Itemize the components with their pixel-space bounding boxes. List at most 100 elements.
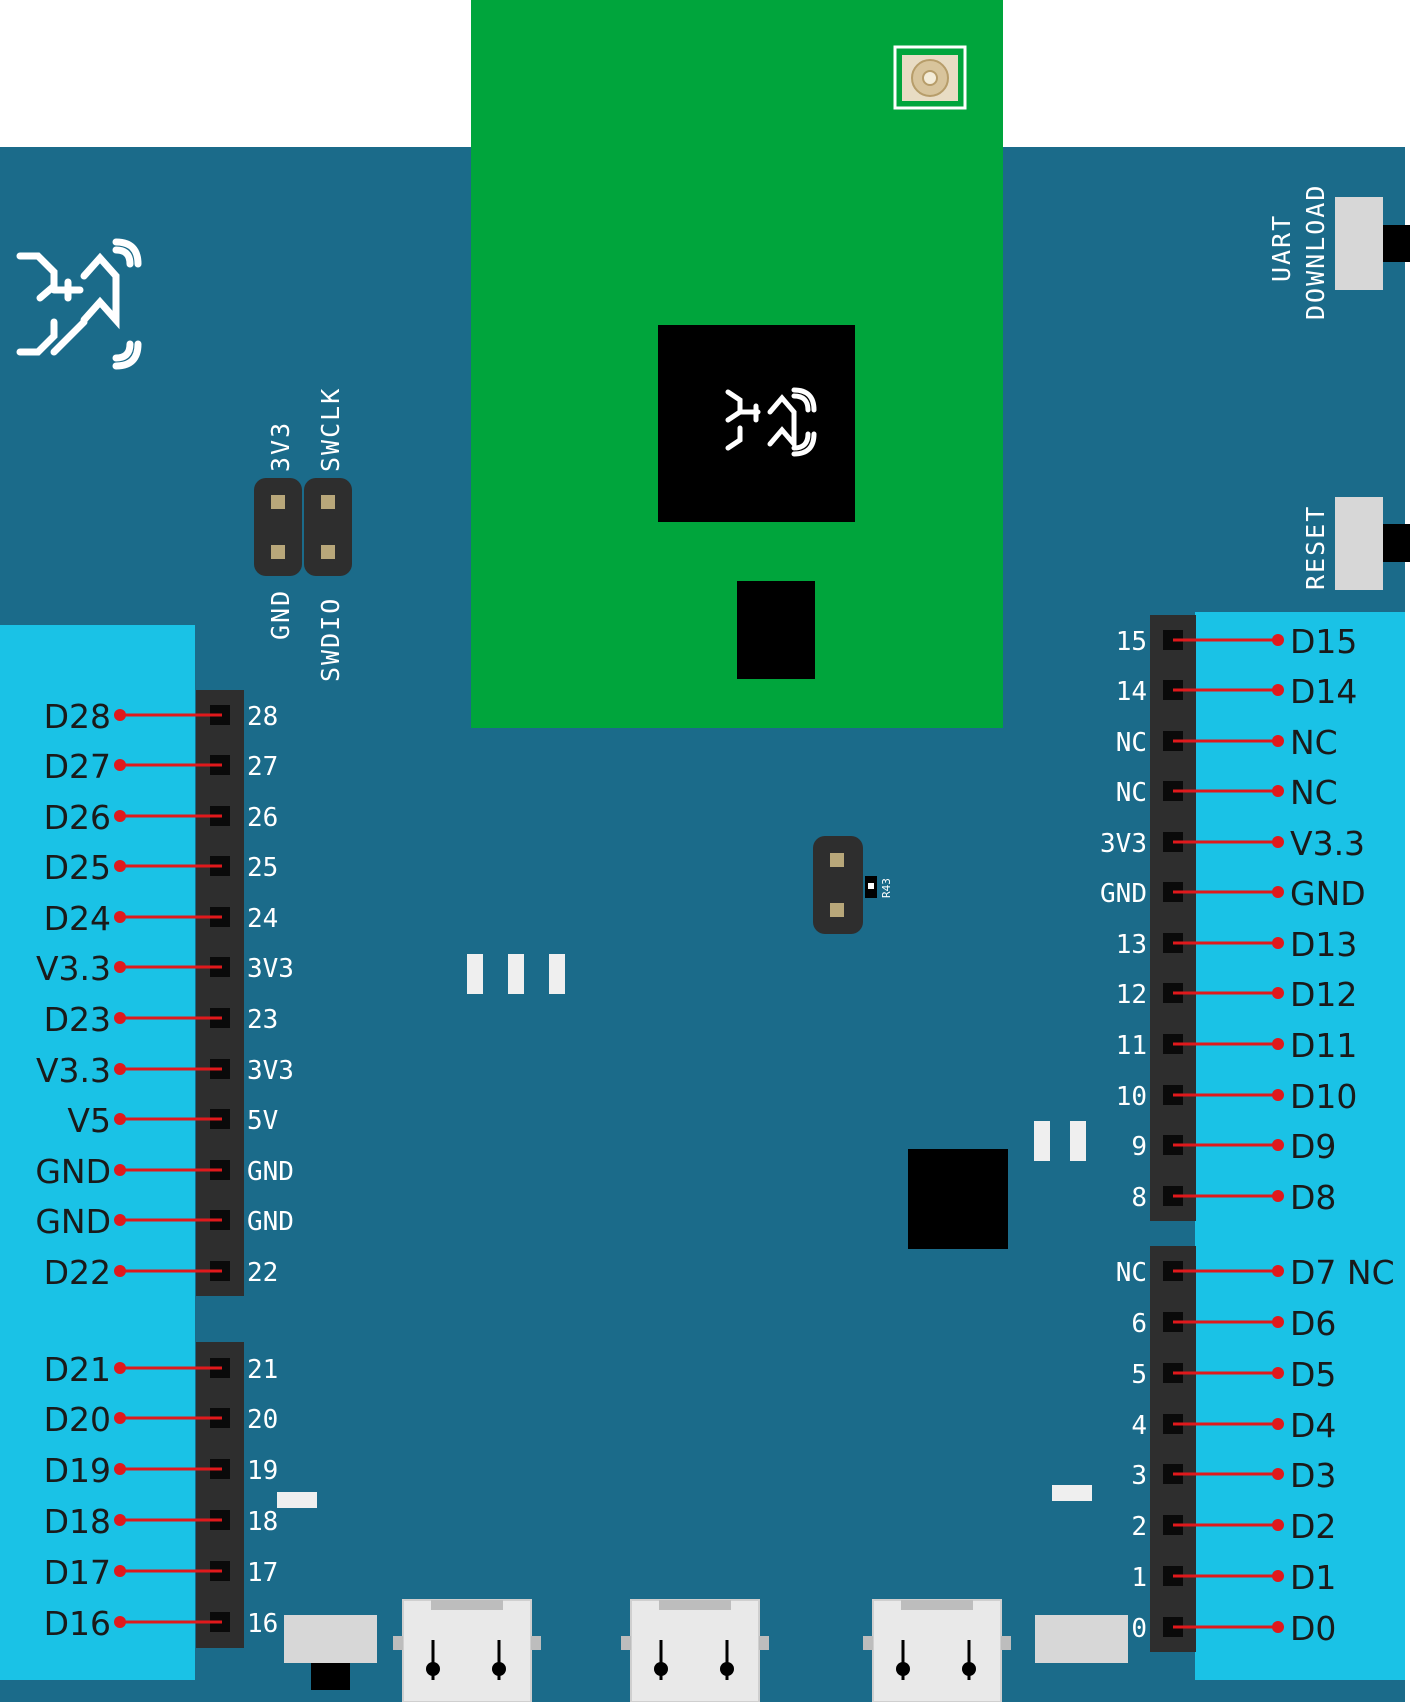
swd-gnd-label: GND bbox=[266, 589, 295, 640]
pin-dot bbox=[114, 1012, 126, 1024]
pin-dot bbox=[1272, 836, 1284, 848]
pin-dot bbox=[114, 1214, 126, 1226]
realtek-logo-icon bbox=[16, 238, 142, 370]
bottom-left-switch[interactable] bbox=[284, 1615, 377, 1690]
pin-dot bbox=[1272, 937, 1284, 949]
right-pin: D5 5 bbox=[1131, 1355, 1336, 1394]
right-pin-label: NC bbox=[1290, 723, 1338, 762]
uart-download-switch[interactable] bbox=[1335, 197, 1410, 290]
bottom-right-switch[interactable] bbox=[1035, 1615, 1128, 1663]
pin-dot bbox=[1272, 634, 1284, 646]
right-pin-silk: 1 bbox=[1131, 1563, 1147, 1593]
right-pin-label: D5 bbox=[1290, 1355, 1336, 1394]
pin-dot bbox=[114, 1616, 126, 1628]
right-header-block-upper bbox=[1150, 615, 1196, 1221]
left-pin-label: D18 bbox=[44, 1502, 111, 1541]
right-pin-label: D2 bbox=[1290, 1507, 1336, 1546]
right-pin: D88 bbox=[1131, 1178, 1336, 1217]
right-pin-silk: 5 bbox=[1131, 1360, 1147, 1390]
smd-components bbox=[277, 954, 1092, 1508]
pin-dot bbox=[114, 1164, 126, 1176]
left-label-panel bbox=[0, 625, 195, 1680]
left-pin-header bbox=[196, 690, 244, 1648]
right-pin-label: D10 bbox=[1290, 1077, 1357, 1116]
pin-dot bbox=[114, 860, 126, 872]
pin-dot bbox=[1272, 1265, 1284, 1277]
pin-dot bbox=[114, 759, 126, 771]
micro-usb-icon[interactable] bbox=[863, 1599, 1011, 1702]
right-pin-silk: 6 bbox=[1131, 1309, 1147, 1339]
right-pin: GND GND bbox=[1100, 874, 1366, 913]
right-pin: D44 bbox=[1131, 1406, 1336, 1445]
pin-dot bbox=[1272, 886, 1284, 898]
micro-usb-icon[interactable] bbox=[621, 1599, 769, 1702]
left-pin-silk: 19 bbox=[247, 1456, 278, 1486]
left-pin-silk: 26 bbox=[247, 803, 278, 833]
pin-dot bbox=[114, 1565, 126, 1577]
reset-switch[interactable] bbox=[1335, 497, 1410, 590]
pin-dot bbox=[1272, 1519, 1284, 1531]
right-pin-silk: 15 bbox=[1116, 627, 1147, 657]
pin-dot bbox=[1272, 987, 1284, 999]
left-header-block-lower bbox=[196, 1342, 244, 1648]
left-pin-silk: 3V3 bbox=[247, 1056, 294, 1086]
left-pin-silk: 28 bbox=[247, 702, 278, 732]
left-pin-label: D27 bbox=[44, 747, 111, 786]
pin-dot bbox=[1272, 1367, 1284, 1379]
right-pin-label: D13 bbox=[1290, 925, 1357, 964]
left-pin: D26 26 bbox=[44, 798, 279, 837]
right-pin-silk: GND bbox=[1100, 879, 1147, 909]
right-pin-label: D7 NC bbox=[1290, 1253, 1395, 1292]
pin-dot bbox=[1272, 684, 1284, 696]
left-pin-silk: 27 bbox=[247, 752, 278, 782]
right-pin-label: D6 bbox=[1290, 1304, 1336, 1343]
right-pin-label: V3.3 bbox=[1290, 824, 1365, 863]
left-pin-silk: 17 bbox=[247, 1558, 278, 1588]
right-pin: D33 bbox=[1131, 1456, 1336, 1495]
pin-dot bbox=[1272, 1139, 1284, 1151]
left-header-block-upper bbox=[196, 690, 244, 1296]
right-pin-label: D0 bbox=[1290, 1609, 1336, 1648]
r43-label: R43 bbox=[880, 878, 893, 898]
left-pin-label: D23 bbox=[44, 1000, 111, 1039]
pin-dot bbox=[114, 1063, 126, 1075]
uart-label: UART bbox=[1267, 214, 1296, 282]
left-pin-label: D26 bbox=[44, 798, 111, 837]
pin-dot bbox=[114, 810, 126, 822]
left-pin-label: D20 bbox=[44, 1400, 111, 1439]
right-pin-label: GND bbox=[1290, 874, 1366, 913]
left-pin-label: D24 bbox=[44, 899, 111, 938]
right-pin-silk: 8 bbox=[1131, 1183, 1147, 1213]
pin-dot bbox=[114, 709, 126, 721]
micro-usb-icon[interactable] bbox=[393, 1599, 541, 1702]
realtek-chip-logo-icon bbox=[725, 387, 817, 457]
right-pin-silk: NC bbox=[1116, 1258, 1147, 1288]
left-pin-label: D16 bbox=[44, 1604, 111, 1643]
left-pin-label: GND bbox=[35, 1152, 111, 1191]
small-chip bbox=[737, 581, 815, 679]
pin-dot bbox=[1272, 1190, 1284, 1202]
pin-dot bbox=[114, 1514, 126, 1526]
main-soc-chip bbox=[658, 325, 855, 522]
right-pin-label: D11 bbox=[1290, 1026, 1357, 1065]
right-pin-label: NC bbox=[1290, 773, 1338, 812]
right-pin-label: D15 bbox=[1290, 622, 1357, 661]
right-pin: D22 bbox=[1131, 1507, 1336, 1546]
r43-jumper bbox=[813, 836, 877, 934]
